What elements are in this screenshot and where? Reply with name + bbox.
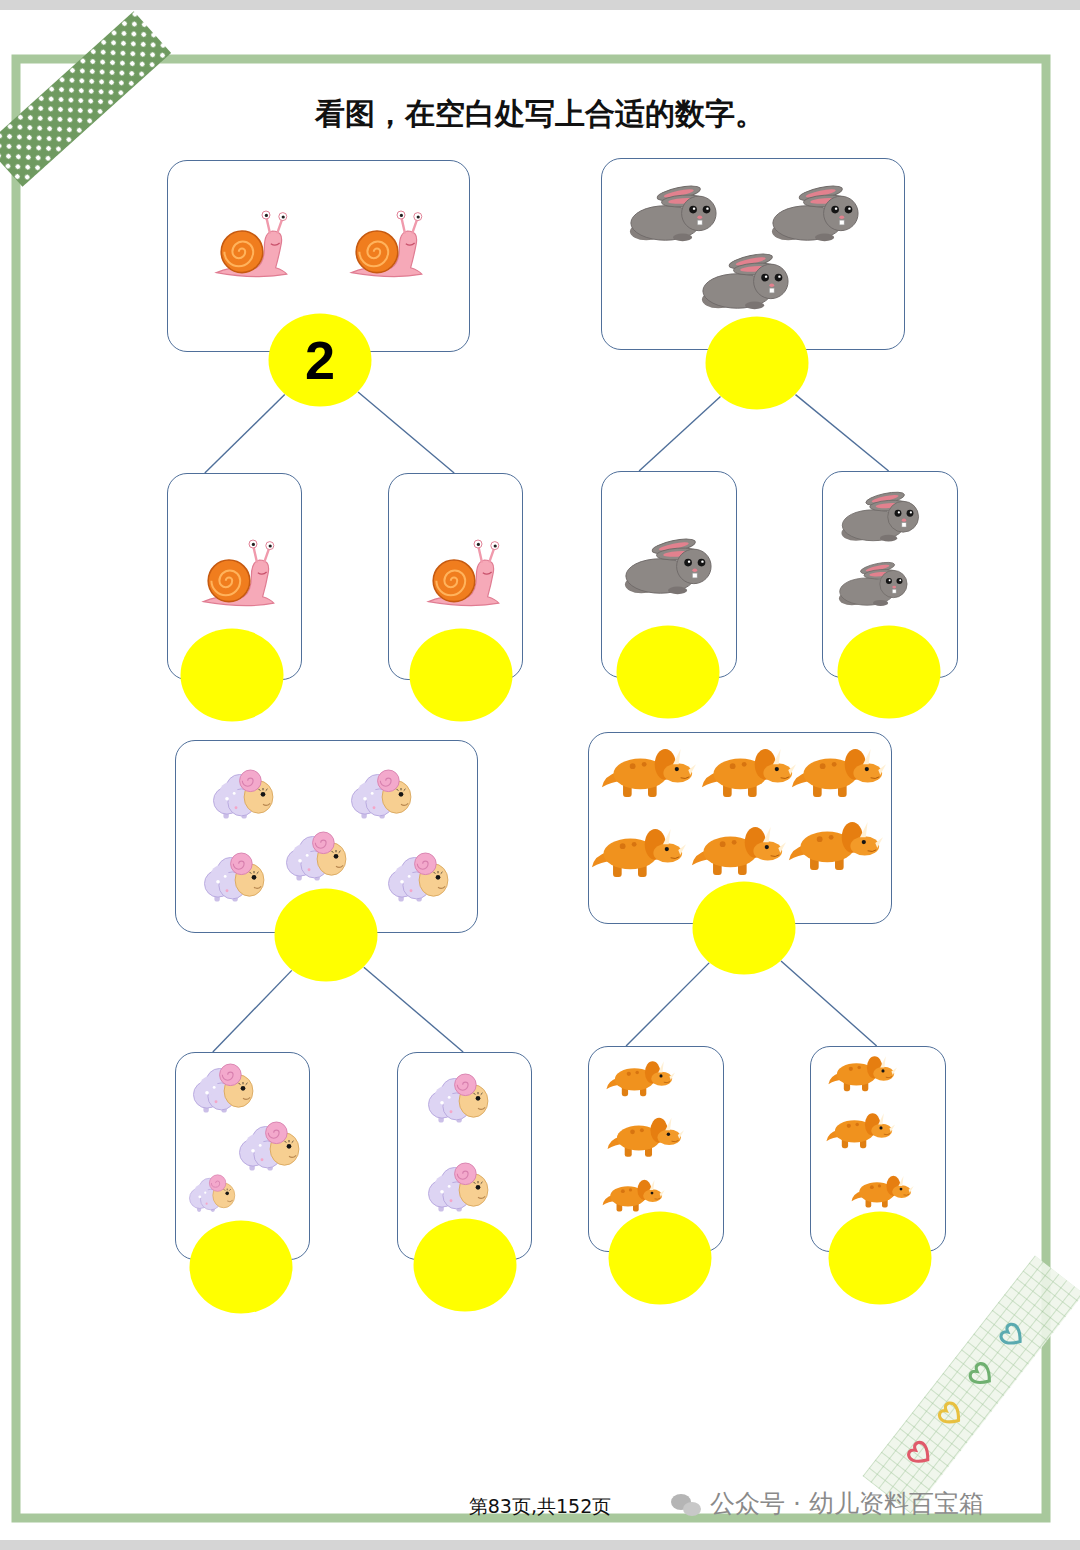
answer-circle <box>608 1211 712 1305</box>
dinosaur <box>592 829 686 877</box>
yellow-circle <box>608 1211 712 1305</box>
sheep <box>429 1074 488 1123</box>
yellow-circle <box>274 888 378 982</box>
snail-picture <box>203 211 498 606</box>
yellow-circle <box>180 628 284 722</box>
rabbit <box>630 183 716 241</box>
washi-tape <box>0 11 171 186</box>
yellow-circle <box>616 625 720 719</box>
answer-circle: 2 <box>268 313 372 407</box>
connector-line <box>213 970 292 1052</box>
sheep <box>352 770 411 819</box>
sheep <box>389 853 448 902</box>
dinosaur <box>792 749 886 797</box>
snail <box>203 540 273 606</box>
sheep <box>429 1163 488 1212</box>
page-frame <box>16 59 1046 1518</box>
dinosaur <box>702 749 796 797</box>
answer-circle <box>409 628 513 722</box>
dinosaur-picture <box>592 749 914 1212</box>
rabbit-picture <box>625 183 919 606</box>
wechat-icon <box>671 1494 701 1516</box>
yellow-circle <box>413 1218 517 1312</box>
answer-circle <box>413 1218 517 1312</box>
connector-line <box>639 396 720 471</box>
rabbit <box>772 183 858 241</box>
connector-line <box>364 967 463 1052</box>
dinosaur <box>826 1113 895 1148</box>
dinosaur <box>606 1061 675 1096</box>
connector-line <box>626 963 709 1046</box>
worksheet-title: 看图，在空白处写上合适的数字。 <box>0 94 1080 135</box>
yellow-circle <box>692 881 796 975</box>
page-number: 第83页,共152页 <box>340 1494 740 1520</box>
snail <box>216 211 286 277</box>
dinosaur <box>603 1180 665 1212</box>
rabbit <box>839 560 907 606</box>
sheep <box>190 1175 235 1212</box>
snail <box>428 540 498 606</box>
sheep <box>240 1122 299 1171</box>
answer-circle <box>189 1220 293 1314</box>
connector-line <box>205 395 285 473</box>
yellow-circle <box>409 628 513 722</box>
sheep <box>194 1064 253 1113</box>
yellow-circle <box>705 316 809 410</box>
sheep <box>205 853 264 902</box>
rabbit <box>841 490 918 542</box>
connector-line <box>781 961 877 1046</box>
sheep-picture <box>190 770 488 1212</box>
rabbit <box>625 536 711 594</box>
dinosaur <box>828 1056 897 1091</box>
dinosaur <box>602 749 696 797</box>
top-bar <box>0 0 1080 10</box>
dinosaur <box>608 1118 684 1157</box>
sheep <box>287 832 346 881</box>
sheep <box>214 770 273 819</box>
yellow-circle <box>189 1220 293 1314</box>
dinosaur <box>789 822 883 870</box>
answer-circle <box>692 881 796 975</box>
watermark: 公众号 · 幼儿资料百宝箱 <box>710 1487 1070 1520</box>
yellow-circle <box>837 625 941 719</box>
answer-circle <box>837 625 941 719</box>
number-label: 2 <box>268 313 372 407</box>
connector-line <box>796 395 889 471</box>
rabbit <box>702 251 788 309</box>
snail <box>351 211 421 277</box>
answer-circle <box>828 1211 932 1305</box>
answer-circle <box>274 888 378 982</box>
dinosaur <box>852 1176 914 1208</box>
connector-line <box>358 392 454 473</box>
answer-circle <box>180 628 284 722</box>
bottom-bar <box>0 1540 1080 1550</box>
answer-circle <box>705 316 809 410</box>
dinosaur <box>692 827 786 875</box>
answer-circle <box>616 625 720 719</box>
yellow-circle <box>828 1211 932 1305</box>
